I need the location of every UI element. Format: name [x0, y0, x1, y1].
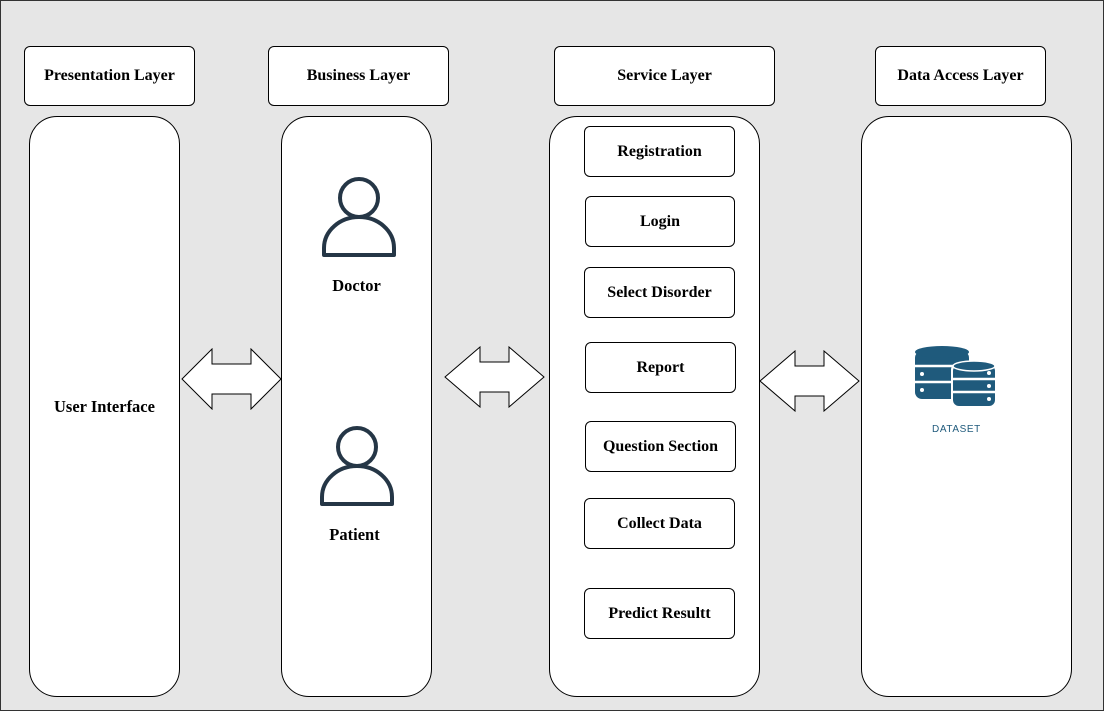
login-box: Login — [585, 196, 735, 247]
predict-result-box: Predict Resultt — [584, 588, 735, 639]
presentation-business-arrow — [181, 348, 282, 410]
patient-user-icon — [320, 426, 394, 506]
question-section-box: Question Section — [585, 421, 736, 472]
collect-data-box: Collect Data — [584, 498, 735, 549]
presentation-layer-header: Presentation Layer — [24, 46, 195, 106]
business-layer-header: Business Layer — [268, 46, 449, 106]
registration-box: Registration — [584, 126, 735, 177]
doctor-label: Doctor — [332, 276, 381, 295]
dataset-caption: DATASET — [932, 424, 981, 435]
report-box: Report — [585, 342, 736, 393]
user-interface-label: User Interface — [54, 396, 155, 416]
patient-label: Patient — [329, 525, 380, 544]
data-access-layer-header: Data Access Layer — [875, 46, 1046, 106]
service-layer-header: Service Layer — [554, 46, 775, 106]
select-disorder-box: Select Disorder — [584, 267, 735, 318]
business-service-arrow — [444, 346, 545, 408]
presentation-layer-column: User Interface — [29, 116, 180, 697]
service-data-access-arrow — [759, 350, 860, 412]
doctor-user-icon — [322, 177, 396, 257]
business-layer-column — [281, 116, 432, 697]
database-stack-icon — [915, 346, 996, 407]
